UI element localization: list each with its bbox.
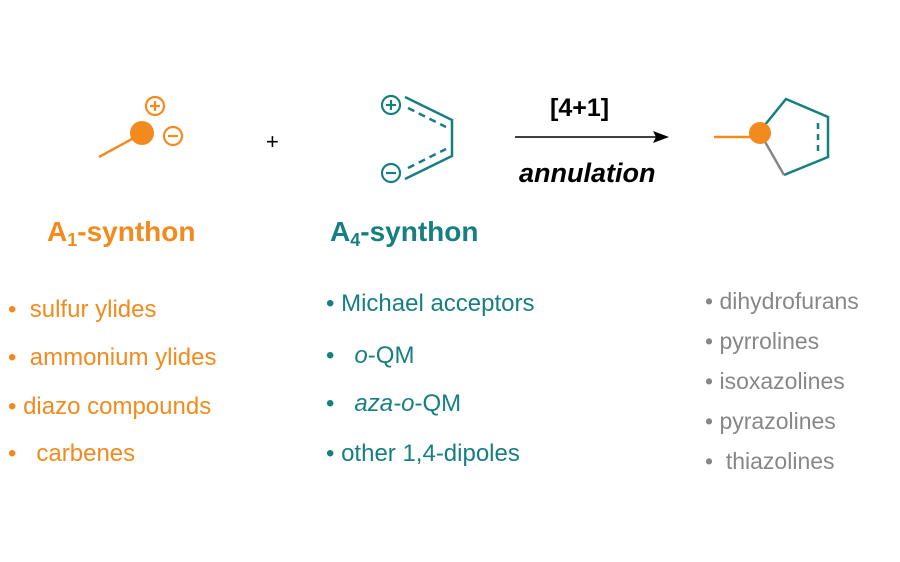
a1-structure	[98, 95, 184, 159]
a4-title-letter: A	[330, 216, 351, 247]
bullet: •	[326, 342, 335, 369]
a1-positive-charge	[144, 95, 166, 117]
a1-title-letter: A	[47, 216, 68, 247]
a4-item-italic: aza-o	[354, 390, 415, 417]
a4-title-suffix: -synthon	[360, 216, 479, 247]
a4-item-label: -QM	[367, 342, 415, 369]
bullet: •	[8, 344, 17, 371]
product-atom	[749, 122, 771, 144]
product-ring-bonds	[759, 97, 830, 177]
bullet: •	[326, 290, 335, 317]
product-item-label: pyrrolines	[719, 328, 820, 354]
product-list-item: • pyrazolines	[705, 408, 836, 435]
bullet: •	[326, 390, 335, 417]
bullet: •	[705, 368, 714, 394]
reaction-arrow	[515, 131, 669, 143]
a4-dashed-bond-bottom	[407, 147, 447, 170]
bullet: •	[705, 328, 714, 354]
a4-item-label: -QM	[414, 390, 462, 417]
product-item-label: dihydrofurans	[719, 288, 859, 314]
a1-list-item: • carbenes	[8, 440, 135, 468]
product-item-label: pyrazolines	[719, 408, 836, 434]
bullet: •	[8, 440, 17, 467]
bullet: •	[705, 288, 714, 314]
a1-list-item: • ammonium ylides	[8, 344, 216, 372]
a4-negative-charge	[380, 162, 402, 184]
a1-title-suffix: -synthon	[77, 216, 196, 247]
a1-item-label: sulfur ylides	[29, 296, 157, 323]
a4-item-italic: o	[354, 342, 368, 369]
a4-positive-charge	[380, 94, 402, 116]
product-structure	[714, 97, 830, 177]
a4-title-subscript: 4	[350, 230, 361, 250]
a4-list-item: • o-QM	[326, 342, 414, 370]
a4-dashed-bond-top	[407, 106, 447, 129]
bullet: •	[326, 440, 335, 467]
a1-title-subscript: 1	[67, 230, 78, 250]
product-item-label: isoxazolines	[719, 368, 845, 394]
a4-synthon-title: A4-synthon	[330, 216, 478, 251]
a4-list-item: • other 1,4-dipoles	[326, 440, 520, 468]
a4-structure	[380, 94, 454, 184]
a1-item-label: ammonium ylides	[29, 344, 217, 371]
bullet: •	[8, 393, 17, 420]
plus-sign: +	[266, 129, 279, 154]
a1-item-label: diazo compounds	[23, 393, 212, 420]
product-item-label: thiazolines	[725, 448, 835, 474]
a1-negative-charge	[162, 125, 184, 147]
a4-item-label: other 1,4-dipoles	[341, 440, 520, 467]
a1-synthon-title: A1-synthon	[47, 216, 195, 251]
bullet: •	[705, 448, 714, 474]
a4-item-label: Michael acceptors	[341, 290, 535, 317]
bullet: •	[705, 408, 714, 434]
a1-item-label: carbenes	[36, 440, 136, 467]
product-list-item: • pyrrolines	[705, 328, 819, 355]
product-list-item: • isoxazolines	[705, 368, 845, 395]
a4-backbone	[404, 95, 454, 181]
a1-list-item: • diazo compounds	[8, 393, 211, 421]
arrow-label-bottom: annulation	[519, 158, 656, 188]
a4-list-item: • Michael acceptors	[326, 290, 535, 318]
bullet: •	[8, 296, 17, 323]
a1-atom	[130, 121, 154, 145]
a4-list-item: • aza-o-QM	[326, 390, 461, 418]
a1-list-item: • sulfur ylides	[8, 296, 156, 324]
product-list-item: • thiazolines	[705, 448, 835, 475]
product-list-item: • dihydrofurans	[705, 288, 859, 315]
product-ring-closing-bond	[762, 139, 786, 176]
arrow-label-top: [4+1]	[550, 94, 610, 122]
